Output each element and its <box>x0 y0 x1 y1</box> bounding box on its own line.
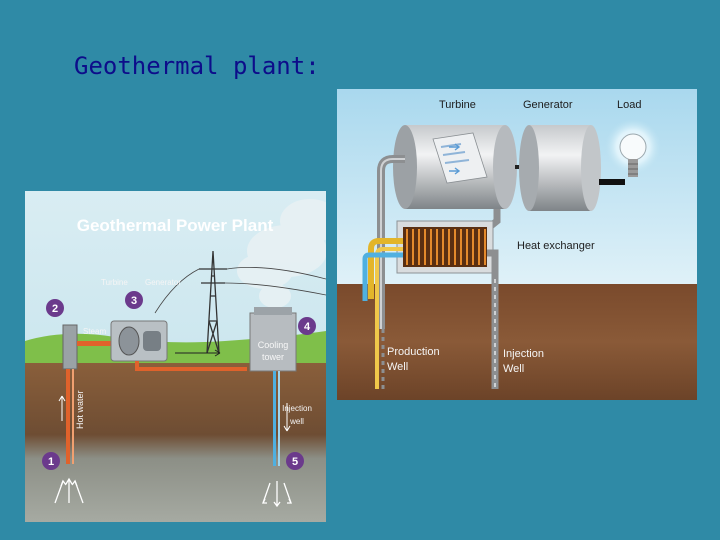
turbine <box>393 125 517 209</box>
svg-text:1: 1 <box>48 456 54 468</box>
generator <box>143 331 161 351</box>
production-well-label-2: Well <box>387 361 408 373</box>
turbine-blades <box>432 132 488 184</box>
turbine-label: Turbine <box>439 99 476 111</box>
injection-well-label-1: Injection <box>282 404 312 413</box>
heat-exchanger <box>396 220 494 274</box>
hot-water-pipe <box>66 369 70 464</box>
injection-pipe <box>273 371 276 466</box>
underground-flow-arrows <box>54 477 293 508</box>
hot-water-label: Hot water <box>75 390 85 429</box>
binary-cycle-plant-diagram: Turbine Generator Load <box>337 89 697 400</box>
production-well-label-1: Production <box>387 346 440 358</box>
svg-text:4: 4 <box>304 321 311 333</box>
generator-label: Generator <box>145 278 181 287</box>
right-diagram-svg: Turbine Generator Load <box>337 89 697 400</box>
injection-well-label-2: Well <box>503 363 524 375</box>
ground <box>25 363 326 522</box>
steam-label: Steam <box>83 327 106 336</box>
turbine-label: Turbine <box>101 278 128 287</box>
step-badge-5: 5 <box>286 452 304 470</box>
heat-exchanger-label: Heat exchanger <box>517 240 595 252</box>
svg-text:3: 3 <box>131 295 137 307</box>
geothermal-power-plant-diagram: Geothermal Power Plant Steam Turbine Gen… <box>25 191 326 522</box>
steam-plume <box>237 199 326 308</box>
step-badge-2: 2 <box>46 299 64 317</box>
generator-label: Generator <box>523 99 573 111</box>
cooling-tower-label-2: tower <box>262 352 284 362</box>
hot-fluid-pipe <box>368 238 403 299</box>
svg-text:2: 2 <box>52 303 58 315</box>
cooling-tower-top <box>254 307 292 315</box>
step-badge-1: 1 <box>42 452 60 470</box>
cold-fluid-pipe <box>362 252 403 301</box>
left-diagram-svg: Geothermal Power Plant Steam Turbine Gen… <box>25 191 326 522</box>
injection-well-label-1: Injection <box>503 348 544 360</box>
steam-pipe <box>77 341 113 346</box>
turbine <box>118 326 140 356</box>
load-label: Load <box>617 99 641 111</box>
step-badge-4: 4 <box>298 317 316 335</box>
condensate-pipe <box>135 361 247 371</box>
injection-pipe-inner <box>278 371 280 466</box>
injection-well-label-2: well <box>289 417 304 426</box>
generator <box>519 125 601 211</box>
power-pylon <box>154 250 326 354</box>
step-badge-3: 3 <box>125 291 143 309</box>
left-diagram-title: Geothermal Power Plant <box>77 216 274 235</box>
hot-water-pipe-inner <box>72 369 74 464</box>
well-head <box>62 324 78 370</box>
svg-text:5: 5 <box>292 456 298 468</box>
slide-title: Geothermal plant: <box>74 52 320 80</box>
light-bulb-icon <box>605 119 661 177</box>
ground <box>337 284 697 400</box>
load-wire <box>599 179 625 185</box>
cooling-tower-label-1: Cooling <box>258 340 289 350</box>
cooling-tower <box>249 312 297 372</box>
